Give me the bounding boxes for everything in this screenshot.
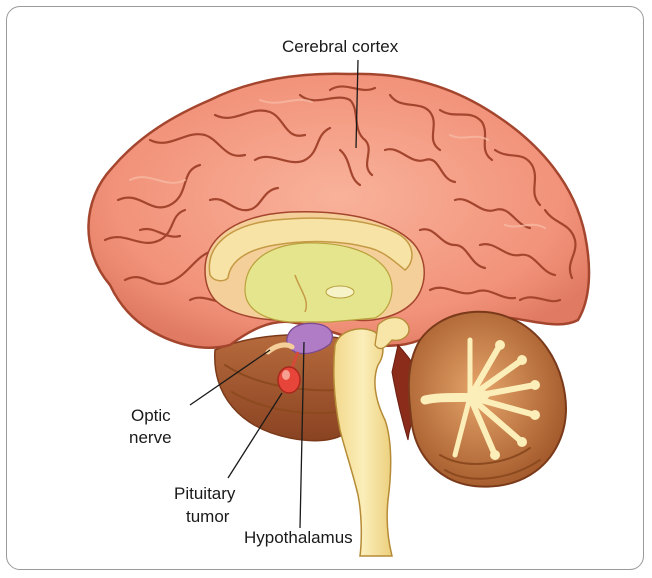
thalamus-adhesion [326, 286, 354, 298]
label-pituitary-line1: Pituitary [174, 484, 236, 503]
pituitary-tumor-highlight [282, 370, 290, 380]
label-hypothalamus: Hypothalamus [244, 528, 353, 547]
label-pituitary-line2: tumor [186, 507, 230, 526]
pituitary-tumor [278, 367, 300, 393]
brainstem [334, 329, 392, 556]
label-cerebral-cortex: Cerebral cortex [282, 37, 399, 56]
label-optic-line1: Optic [131, 406, 171, 425]
label-optic-line2: nerve [129, 428, 172, 447]
